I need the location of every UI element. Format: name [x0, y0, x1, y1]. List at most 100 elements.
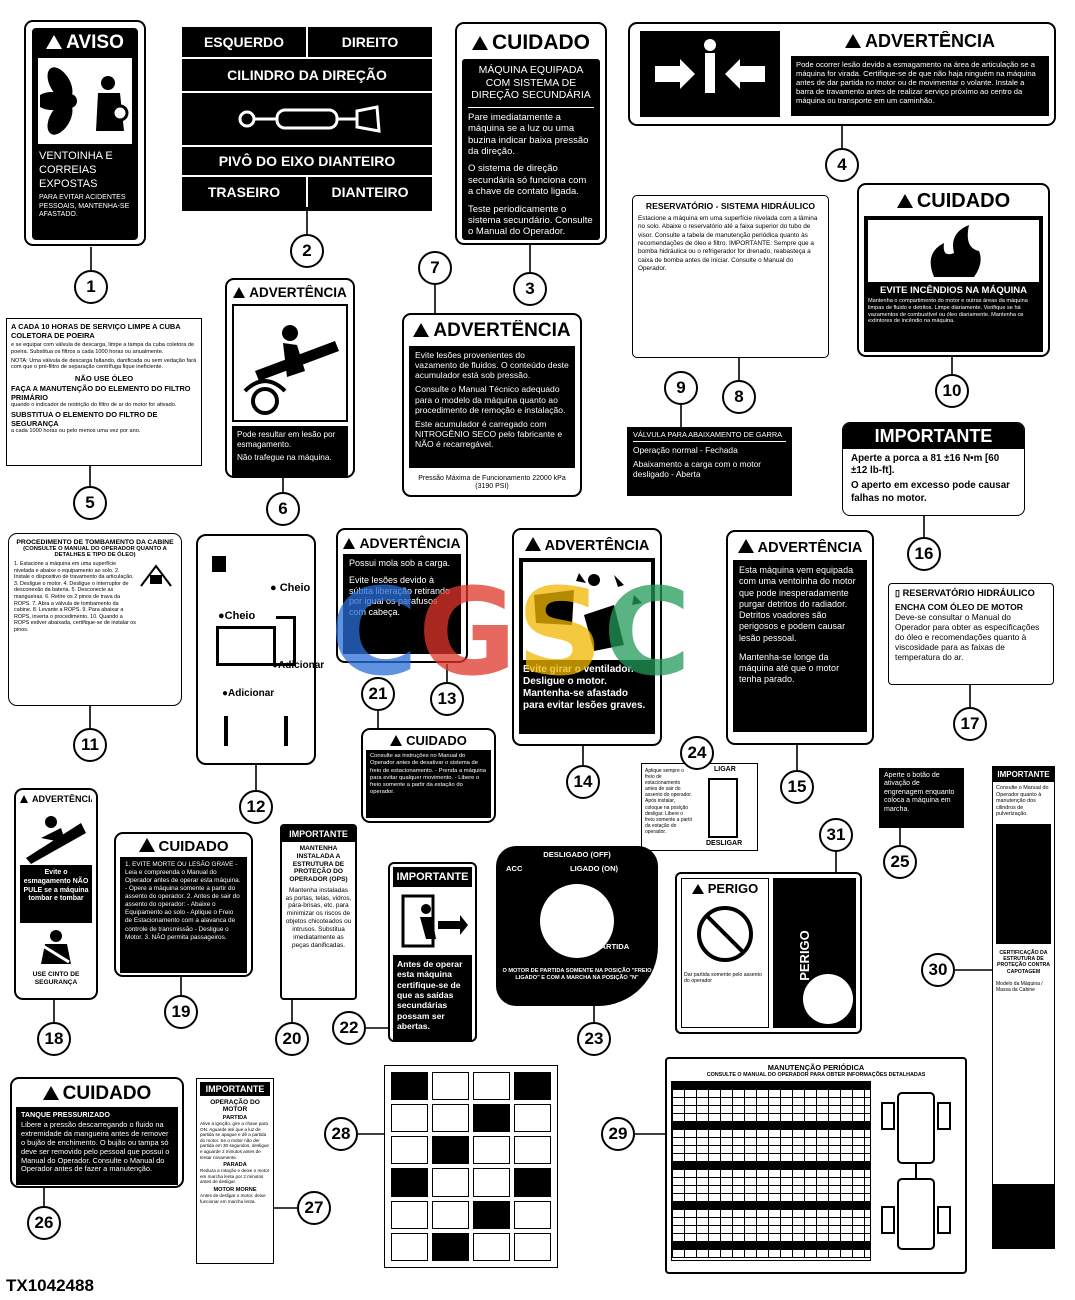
- maintenance-row: [672, 1178, 870, 1186]
- decal-2-mid: CILINDRO DA DIREÇÃO: [227, 67, 387, 83]
- decal-11-add2: Adicionar: [228, 688, 275, 699]
- maintenance-row: [672, 1082, 870, 1090]
- oil-drop-icon: ●: [272, 660, 279, 671]
- callout-16: 16: [907, 537, 941, 571]
- decal-23-key-switch: DESLIGADO (OFF) ACC LIGADO (ON) PARTIDA …: [496, 846, 658, 1006]
- decal-19-cuidado-operator: CUIDADO 1. EVITE MORTE OU LESÃO GRAVE - …: [114, 832, 253, 977]
- symbol-cell: [473, 1104, 510, 1133]
- maintenance-row: [672, 1122, 870, 1130]
- decal-12-b1: Possui mola sob a carga.: [349, 558, 451, 568]
- decal-2-steering-cylinder: ESQUERDO DIREITO CILINDRO DA DIREÇÃO PIV…: [182, 27, 432, 211]
- decal-30-importante-rops: IMPORTANTE Consulte o Manual do Operador…: [992, 766, 1055, 1249]
- prohibited-start-icon: [684, 896, 766, 972]
- decal-27-t3: Antes de desligar o motor, deixe funcion…: [200, 1192, 266, 1204]
- decal-9-text: Mantenha o compartimento do motor e outr…: [868, 298, 1028, 325]
- decal-22-title: IMPORTANTE: [393, 867, 472, 887]
- decal-27-t2: Reduza a rotação e deixe o motor em marc…: [200, 1168, 270, 1185]
- warning-triangle-icon: [233, 287, 246, 298]
- decal-2-pivot: PIVÔ DO EIXO DIANTEIRO: [218, 153, 396, 169]
- decal-9-title: CUIDADO: [916, 190, 1011, 212]
- decal-3-title: CUIDADO: [492, 31, 590, 54]
- watermark-letter-3: S: [516, 563, 604, 703]
- decal-17-title: RESERVATÓRIO HIDRÁULICO: [902, 588, 1035, 598]
- maintenance-table: [671, 1081, 871, 1261]
- decal-25-gear-button: Aperte o botão de ativação de engrenagem…: [879, 768, 964, 828]
- symbol-cell: [391, 1072, 428, 1101]
- decal-8-hydraulic-reservoir: RESERVATÓRIO - SISTEMA HIDRÁULICO Estaci…: [632, 195, 829, 358]
- maintenance-row: [672, 1194, 870, 1202]
- decal-5-p8: a cada 1000 horas ou pelo menos uma vez …: [11, 428, 141, 435]
- callout-4: 4: [825, 148, 859, 182]
- decal-12-advertencia-spring: ADVERTÊNCIA Possui mola sob a carga. Evi…: [336, 528, 468, 663]
- decal-1-small: PARA EVITAR ACIDENTES PESSOAIS, MANTENHA…: [39, 194, 130, 219]
- callout-23: 23: [577, 1022, 611, 1056]
- symbol-cell: [473, 1136, 510, 1165]
- warning-triangle-icon: [472, 36, 488, 50]
- decal-23-foot: O MOTOR DE PARTIDA SOMENTE NA POSIÇÃO "F…: [502, 968, 652, 982]
- decal-3-cuidado-secondary-steering: CUIDADO MÁQUINA EQUIPADA COM SISTEMA DE …: [455, 22, 607, 245]
- symbol-cell: [432, 1072, 469, 1101]
- decal-6-b2: Não trafegue na máquina.: [237, 452, 332, 462]
- fan-debris-pictogram: [523, 562, 651, 660]
- callout-15: 15: [780, 770, 814, 804]
- decal-30-title: IMPORTANTE: [993, 767, 1054, 782]
- maintenance-row: [672, 1146, 870, 1154]
- decal-27-t1: Ative a ignição, gire a chave para ON. A…: [200, 1121, 269, 1160]
- maintenance-row: [672, 1162, 870, 1170]
- decal-11-sight-gauge: ● Cheio ●Cheio ●Adicionar ●Adicionar: [196, 534, 324, 765]
- decal-3-p3: Teste periodicamente o sistema secundári…: [468, 203, 593, 238]
- decal-19-title: CUIDADO: [158, 838, 229, 855]
- decal-1-text: VENTOINHA E CORREIAS EXPOSTAS: [39, 150, 113, 190]
- decal-29-sub: CONSULTE O MANUAL DO OPERADOR PARA OBTER…: [706, 1072, 926, 1078]
- callout-1: 1: [74, 270, 108, 304]
- decal-14-r2: Abaixamento a carga com o motor desligad…: [633, 459, 762, 480]
- decal-23-acc: ACC: [506, 864, 523, 873]
- decal-22-text: Antes de operar esta máquina certifique-…: [393, 955, 472, 1040]
- callout-31: 31: [819, 818, 853, 852]
- decal-19-text: 1. EVITE MORTE OU LESÃO GRAVE - Leia e c…: [120, 857, 247, 973]
- callout-5: 5: [73, 486, 107, 520]
- decal-29-title: MANUTENÇÃO PERIÓDICA: [767, 1063, 865, 1072]
- warning-triangle-icon: [390, 735, 403, 746]
- decal-21-title: CUIDADO: [406, 733, 467, 748]
- symbol-cell: [432, 1200, 469, 1229]
- oil-can-icon: [212, 556, 226, 572]
- warning-triangle-icon: [42, 1086, 59, 1100]
- symbol-cell: [514, 1104, 551, 1133]
- switch-outline: [708, 778, 738, 838]
- callout-29: 29: [601, 1117, 635, 1151]
- maintenance-row: [672, 1226, 870, 1234]
- decal-27-h2: PARADA: [223, 1162, 247, 1169]
- decal-27-h3: MOTOR MORNE: [213, 1186, 257, 1193]
- decal-17-text: Deve-se consultar o Manual do Operador p…: [895, 612, 1040, 662]
- warning-triangle-icon: [46, 35, 63, 49]
- decal-31-perigo: PERIGO Dar partida somente pelo assento …: [675, 872, 862, 1034]
- decal-24-text: Aplique sempre o freio de estacionamento…: [645, 768, 693, 835]
- machine-top-view-icon: [871, 1081, 961, 1261]
- maintenance-row: [672, 1218, 870, 1226]
- decal-16-p1: Aperte a porca a 81 ±16 N•m [60 ±12 lb-f…: [851, 453, 1000, 477]
- decal-4-advertencia-articulation: ADVERTÊNCIA Pode ocorrer lesão devido a …: [628, 22, 1056, 126]
- decal-31-text: Dar partida somente pelo assento do oper…: [684, 972, 762, 985]
- maintenance-row: [672, 1242, 870, 1250]
- callout-2: 2: [290, 234, 324, 268]
- decal-7-title: ADVERTÊNCIA: [433, 320, 571, 341]
- decal-30-text2: Modelo da Máquina / Massa da Cabine: [996, 980, 1043, 993]
- symbol-cell: [391, 1200, 428, 1229]
- decal-2-front: DIANTEIRO: [331, 184, 409, 200]
- decal-26-text: Libere a pressão descarregando o fluido …: [21, 1120, 170, 1174]
- callout-13: 13: [430, 682, 464, 716]
- callout-21: 21: [361, 677, 395, 711]
- symbol-cell: [473, 1168, 510, 1197]
- oil-drop-icon: ●: [222, 688, 229, 699]
- callout-19: 19: [164, 995, 198, 1029]
- maintenance-row: [672, 1250, 870, 1258]
- decal-9-sub: EVITE INCÊNDIOS NA MÁQUINA: [880, 285, 1027, 296]
- callout-27: 27: [297, 1191, 331, 1225]
- decal-1-aviso-fan: AVISO VENTOINHA E CORREIAS EXPOSTAS PARA…: [24, 20, 146, 246]
- maintenance-row: [672, 1202, 870, 1210]
- decal-18-title: ADVERTÊNCIA: [32, 794, 92, 804]
- maintenance-row: [672, 1186, 870, 1194]
- decal-20-text: Mantenha instaladas as portas, telas, vi…: [285, 886, 352, 949]
